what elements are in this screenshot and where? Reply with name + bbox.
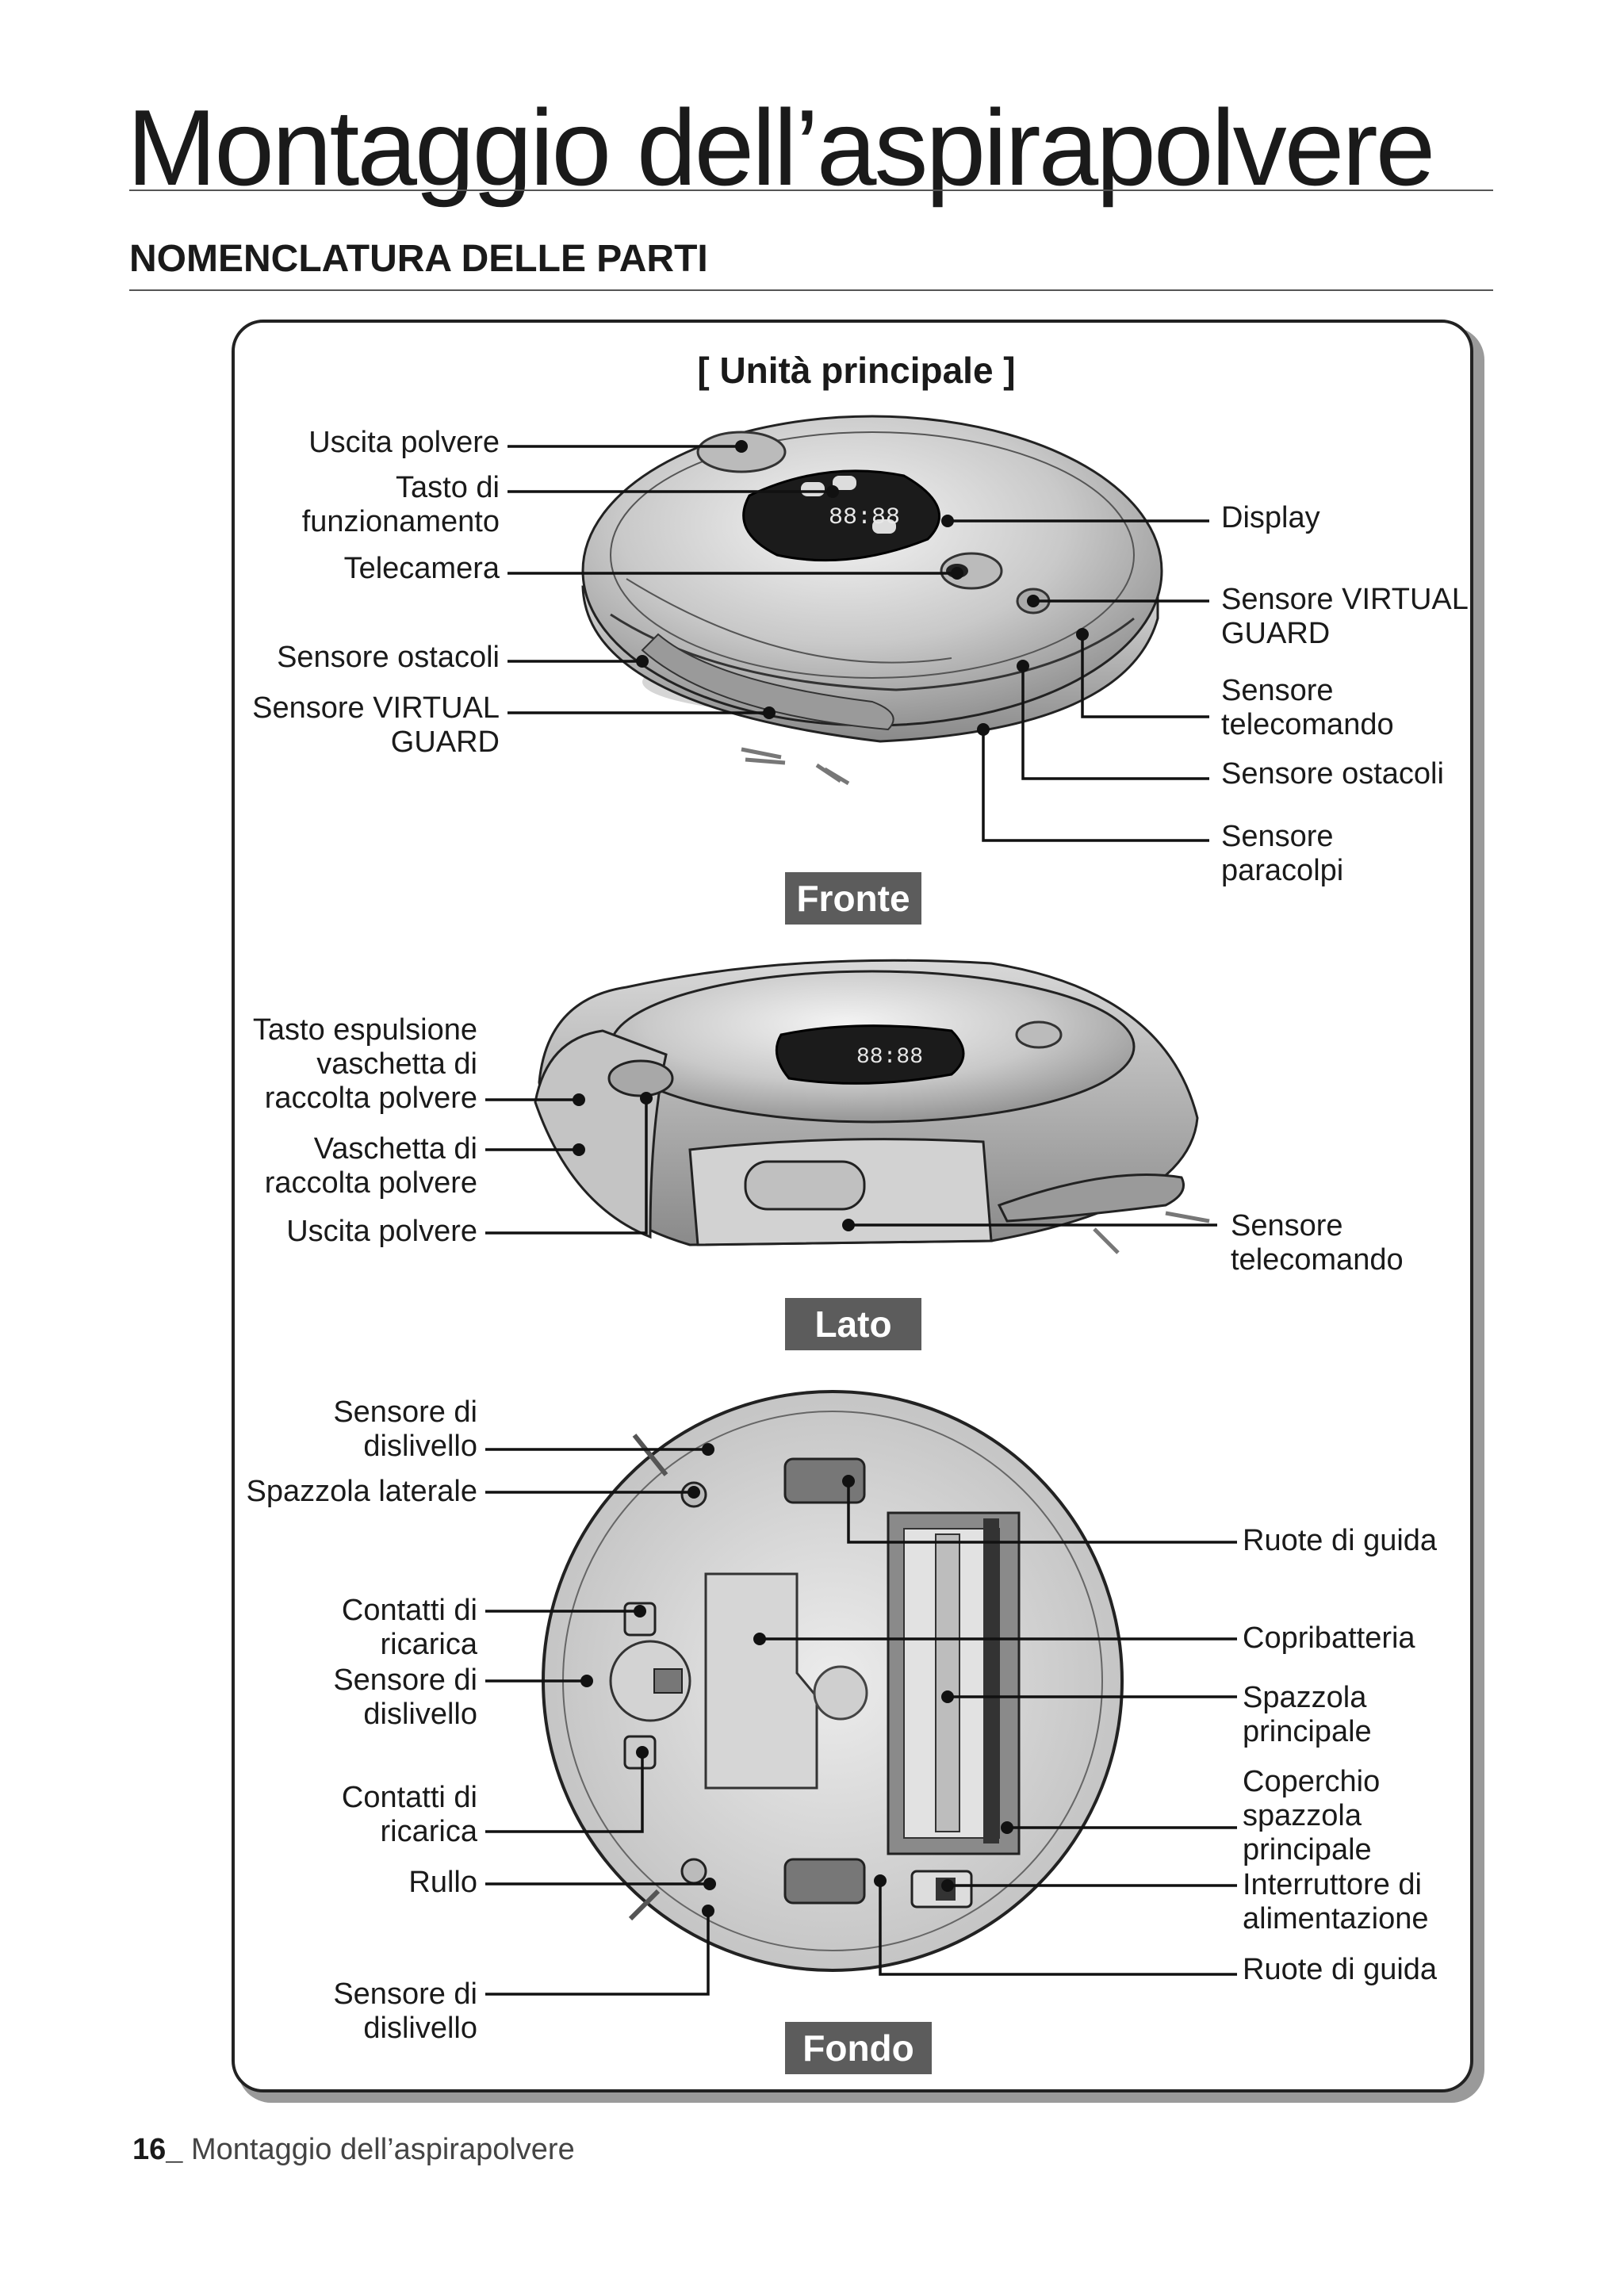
label-charge-contacts-top: Contatti di ricarica (341, 1594, 477, 1661)
front-display-text: 88:88 (829, 504, 900, 531)
label-charge-contacts-bottom: Contatti di ricarica (341, 1781, 477, 1848)
bottom-view-robot (542, 1390, 1124, 1972)
label-camera: Telecamera (343, 552, 500, 585)
title-divider (129, 190, 1493, 191)
label-side-brush: Spazzola laterale (246, 1475, 477, 1508)
page-footer: 16_ Montaggio dell’aspirapolvere (132, 2133, 575, 2167)
label-roller: Rullo (408, 1866, 477, 1899)
label-dust-bin: Vaschetta di raccolta polvere (264, 1132, 477, 1200)
label-main-brush: Spazzola principale (1243, 1681, 1372, 1748)
label-cliff-sensor-top: Sensore di dislivello (333, 1396, 477, 1463)
label-bin-eject-button: Tasto espulsione vaschetta di raccolta p… (252, 1013, 477, 1115)
label-main-brush-cover: Coperchio spazzola principale (1243, 1765, 1381, 1866)
label-remote-sensor-front: Sensore telecomando (1221, 674, 1394, 741)
label-virtual-guard-left: Sensore VIRTUAL GUARD (252, 691, 500, 759)
view-label-front: Fronte (785, 872, 921, 925)
label-guide-wheels-bottom: Ruote di guida (1243, 1953, 1438, 1986)
view-label-bottom: Fondo (785, 2022, 932, 2074)
side-view-dots (573, 1092, 855, 1231)
front-view-dots (636, 440, 1089, 736)
front-view-robot: 88:88 (581, 415, 1163, 786)
side-view-leader-lines (485, 1098, 1217, 1235)
label-battery-cover: Copribatteria (1243, 1621, 1415, 1655)
footer-text: Montaggio dell’aspirapolvere (182, 2133, 575, 2166)
side-display-text: 88:88 (856, 1045, 923, 1070)
label-obstacle-sensor-left: Sensore ostacoli (277, 641, 500, 674)
label-obstacle-sensor-right: Sensore ostacoli (1221, 757, 1444, 791)
unit-title: [ Unità principale ] (697, 350, 1016, 391)
section-title: NOMENCLATURA DELLE PARTI (129, 238, 708, 280)
label-power-switch: Interruttore di alimentazione (1243, 1868, 1429, 1935)
label-operation-button: Tasto di funzionamento (301, 471, 500, 538)
page-title: Montaggio dell’aspirapolvere (127, 87, 1435, 208)
label-cliff-sensor-mid: Sensore di dislivello (333, 1664, 477, 1731)
view-label-side: Lato (785, 1298, 921, 1350)
front-view-leader-lines (508, 445, 1209, 842)
bottom-view-leader-lines (485, 1448, 1237, 1996)
bottom-view-dots (580, 1443, 1013, 1917)
label-cliff-sensor-bottom: Sensore di dislivello (333, 1977, 477, 2045)
side-view-robot: 88:88 (534, 959, 1210, 1254)
section-divider (129, 289, 1493, 291)
label-remote-sensor-side: Sensore telecomando (1231, 1209, 1404, 1277)
label-display: Display (1221, 501, 1320, 534)
page-number: 16_ (132, 2133, 183, 2166)
label-virtual-guard-right: Sensore VIRTUAL GUARD (1221, 583, 1469, 650)
label-bumper-sensor: Sensore paracolpi (1221, 820, 1344, 887)
label-guide-wheels-top: Ruote di guida (1243, 1524, 1438, 1557)
label-dust-outlet-front: Uscita polvere (308, 426, 500, 459)
label-dust-outlet-side: Uscita polvere (286, 1215, 477, 1248)
